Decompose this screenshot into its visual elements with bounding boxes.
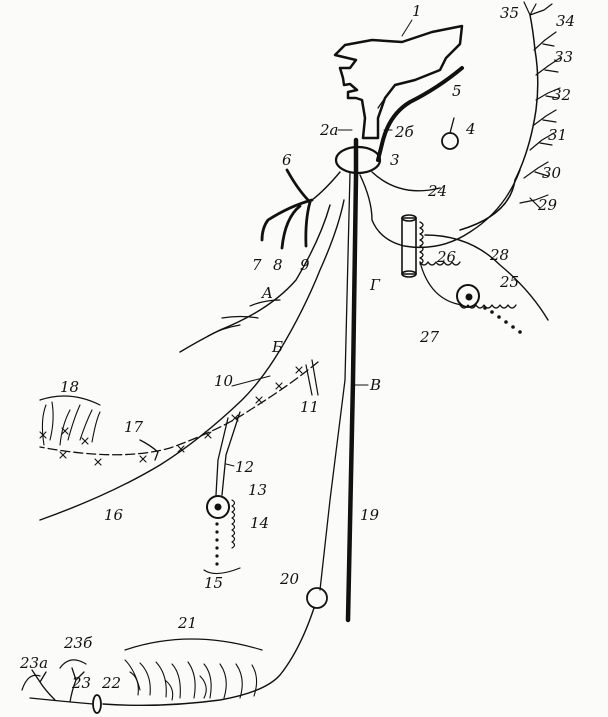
- label-23b: 23б: [63, 634, 93, 652]
- branch-a-twigs: [207, 299, 281, 337]
- brace-23: [21, 659, 87, 691]
- label-v: B: [369, 376, 381, 394]
- label-33: 33: [554, 48, 573, 66]
- membrane-27-curve: [419, 261, 463, 306]
- label-20: 20: [279, 570, 300, 588]
- label-1: 1: [412, 2, 422, 20]
- membrane-24: [419, 221, 424, 265]
- ganglion-20: [306, 587, 328, 609]
- brace-18: [39, 395, 101, 406]
- label-22: 22: [101, 674, 121, 692]
- dots-25: [483, 306, 522, 334]
- branch-b: [39, 199, 345, 521]
- label-17: 17: [124, 418, 144, 436]
- brace-15: [203, 567, 241, 575]
- brain-shape: [333, 24, 464, 140]
- membrane-14: [231, 499, 236, 549]
- label-14: 14: [250, 514, 269, 532]
- nerve-11: [39, 361, 319, 456]
- label-21: 21: [177, 614, 197, 632]
- branches-7-9: [260, 198, 314, 250]
- label-a: A: [260, 284, 273, 302]
- label-15: 15: [204, 574, 223, 592]
- label-23: 23: [71, 674, 91, 692]
- twig-17: [139, 439, 159, 461]
- leader-10: [231, 375, 271, 387]
- label-25: 25: [499, 273, 519, 291]
- label-12: 12: [235, 458, 254, 476]
- nerve-6: [285, 168, 312, 204]
- ganglion-22: [92, 694, 102, 714]
- right-trunk-branches: [519, 1, 561, 209]
- label-b: Б: [271, 338, 283, 356]
- label-11: 11: [300, 398, 319, 416]
- label-34: 34: [556, 12, 575, 30]
- nerve-2b: [376, 66, 464, 162]
- membrane-27: [419, 261, 517, 309]
- label-18: 18: [60, 378, 79, 396]
- label-2a: 2а: [319, 121, 339, 139]
- thin-parallel-nerve: [319, 172, 351, 591]
- cylinder-24: [401, 214, 417, 278]
- nerve-12a: [215, 417, 229, 496]
- label-16: 16: [104, 506, 124, 524]
- label-29: 29: [537, 196, 558, 214]
- leader-12: [225, 463, 235, 467]
- branch-right-arc: [371, 171, 441, 192]
- branch-g: [359, 169, 521, 249]
- label-4: 4: [465, 120, 476, 138]
- ganglion-4: [441, 132, 459, 150]
- main-nerve-19: [345, 137, 359, 623]
- label-35: 35: [500, 4, 519, 22]
- nerve-11-crosses: [39, 366, 303, 466]
- label-9: 9: [300, 256, 310, 274]
- dots-15: [215, 522, 219, 566]
- ganglion-25-nucleus: [465, 293, 473, 301]
- leader-1: [401, 19, 413, 37]
- label-11-leader: [305, 359, 319, 396]
- label-8: 8: [273, 256, 283, 274]
- label-26: 26: [436, 248, 457, 266]
- label-2b: 2б: [394, 123, 415, 141]
- label-5: 5: [452, 82, 462, 100]
- label-g: Г: [369, 276, 381, 294]
- label-27: 27: [419, 328, 440, 346]
- label-30: 30: [542, 164, 562, 182]
- right-trunk: [459, 14, 539, 231]
- nerve-12b: [221, 411, 241, 496]
- brace-21: [124, 638, 263, 651]
- field-21: [124, 659, 258, 701]
- label-24: 24: [427, 182, 447, 200]
- ganglion-25: [456, 284, 480, 308]
- arc-28: [424, 234, 549, 321]
- branch-6-root: [311, 171, 341, 201]
- ganglion-13-nucleus: [214, 503, 222, 511]
- ganglion-4-stalk: [449, 117, 455, 134]
- nerve-18-ends: [41, 401, 101, 446]
- lower-nerve: [102, 607, 315, 707]
- ganglion-13: [206, 495, 230, 519]
- label-31: 31: [548, 126, 567, 144]
- label-10: 10: [214, 372, 234, 390]
- label-6: 6: [282, 151, 292, 169]
- brain-inner-line: [377, 97, 386, 109]
- label-13: 13: [248, 481, 267, 499]
- label-7: 7: [252, 256, 262, 274]
- label-28: 28: [489, 246, 509, 264]
- nerve-23: [29, 667, 94, 705]
- label-3: 3: [390, 151, 400, 169]
- label-23a: 23а: [19, 654, 48, 672]
- label-32: 32: [552, 86, 571, 104]
- label-19: 19: [360, 506, 380, 524]
- branch-a: [179, 204, 331, 353]
